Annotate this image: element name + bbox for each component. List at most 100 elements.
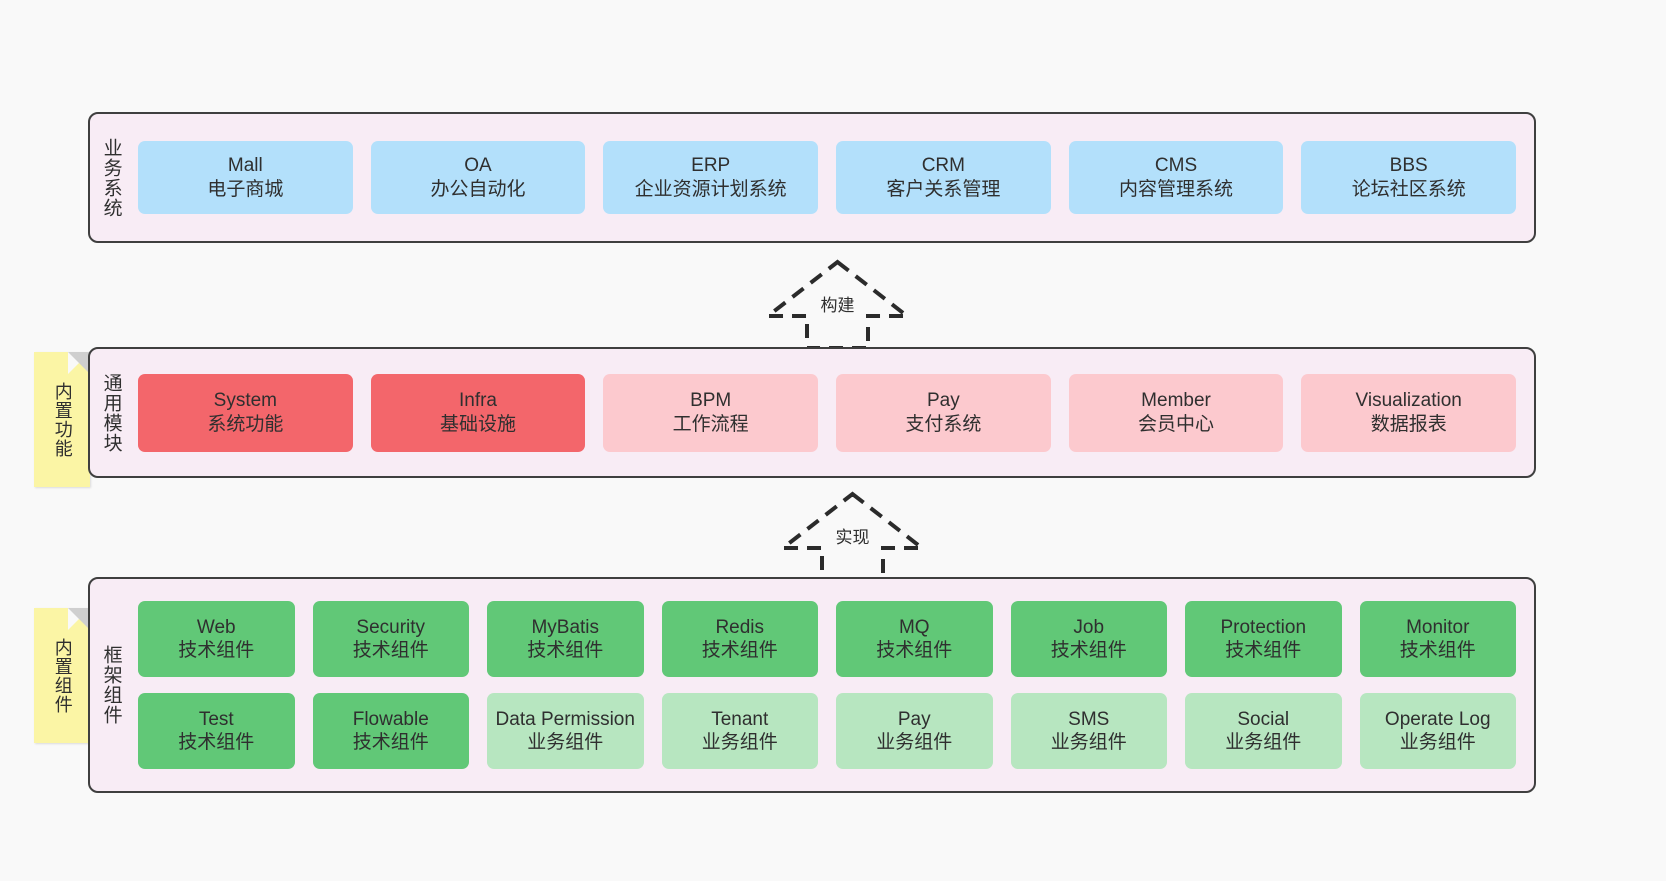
card-web[interactable]: Web 技术组件 (138, 601, 295, 677)
card-mq[interactable]: MQ 技术组件 (836, 601, 993, 677)
card-title: MyBatis (531, 616, 600, 638)
card-subtitle: 内容管理系统 (1119, 178, 1234, 200)
card-bbs[interactable]: BBS 论坛社区系统 (1301, 141, 1517, 214)
connector-label: 构建 (817, 290, 858, 317)
card-test[interactable]: Test 技术组件 (138, 693, 295, 769)
card-subtitle: 业务组件 (1225, 732, 1302, 753)
card-subtitle: 论坛社区系统 (1351, 178, 1466, 200)
card-visualization[interactable]: Visualization 数据报表 (1301, 373, 1517, 452)
card-title: Visualization (1355, 390, 1462, 412)
card-title: Infra (458, 390, 498, 412)
card-title: Pay (897, 708, 931, 730)
card-pay-component[interactable]: Pay 业务组件 (836, 693, 993, 769)
card-redis[interactable]: Redis 技术组件 (661, 601, 818, 677)
card-title: Flowable (352, 708, 429, 730)
card-cms[interactable]: CMS 内容管理系统 (1068, 141, 1284, 214)
layer-body-business-system: Mall 电子商城 OA 办公自动化 ERP 企业资源计划系统 CRM 客户关系… (132, 114, 1534, 241)
card-subtitle: 业务组件 (1399, 732, 1476, 753)
layer-body-common-modules: System 系统功能 Infra 基础设施 BPM 工作流程 Pay 支付系统… (132, 349, 1534, 476)
card-oa[interactable]: OA 办公自动化 (370, 141, 586, 214)
card-mybatis[interactable]: MyBatis 技术组件 (487, 601, 644, 677)
card-subtitle: 技术组件 (352, 732, 429, 753)
card-title: Operate Log (1384, 708, 1491, 730)
card-mall[interactable]: Mall 电子商城 (138, 141, 353, 214)
card-title: System (213, 390, 278, 412)
card-row: Test 技术组件 Flowable 技术组件 Data Permission … (138, 693, 1516, 769)
sticky-note-label: 内置组件 (52, 637, 73, 714)
card-sms[interactable]: SMS 业务组件 (1010, 693, 1167, 769)
connector-build: 构建 (755, 258, 920, 350)
card-subtitle: 企业资源计划系统 (634, 178, 787, 200)
card-flowable[interactable]: Flowable 技术组件 (312, 693, 469, 769)
card-crm[interactable]: CRM 客户关系管理 (836, 141, 1051, 214)
card-subtitle: 技术组件 (527, 640, 604, 661)
card-subtitle: 业务组件 (701, 732, 778, 753)
card-erp[interactable]: ERP 企业资源计划系统 (603, 141, 819, 214)
card-subtitle: 电子商城 (207, 178, 284, 200)
card-title: BPM (690, 390, 732, 412)
card-title: Web (196, 616, 236, 638)
card-title: Social (1237, 708, 1290, 730)
card-pay-module[interactable]: Pay 支付系统 (836, 373, 1051, 452)
card-protection[interactable]: Protection 技术组件 (1185, 601, 1342, 677)
layer-title-framework-components: 框架组件 (100, 645, 122, 725)
card-subtitle: 业务组件 (1050, 732, 1127, 753)
card-bpm[interactable]: BPM 工作流程 (603, 373, 819, 452)
card-title: BBS (1389, 155, 1428, 177)
card-security[interactable]: Security 技术组件 (312, 601, 469, 677)
card-title: OA (464, 155, 492, 177)
card-title: Monitor (1406, 616, 1470, 638)
card-title: ERP (691, 155, 731, 177)
layer-business-system: 业务系统 Mall 电子商城 OA 办公自动化 ERP 企业资源计划系统 CRM… (88, 112, 1536, 243)
card-title: Security (356, 616, 426, 638)
layer-framework-components: 框架组件 Web 技术组件 Security 技术组件 MyBatis 技术组件… (88, 577, 1536, 793)
card-title: Mall (227, 155, 263, 177)
card-title: SMS (1068, 708, 1110, 730)
card-subtitle: 技术组件 (352, 640, 429, 661)
card-row: Mall 电子商城 OA 办公自动化 ERP 企业资源计划系统 CRM 客户关系… (138, 141, 1517, 214)
sticky-note-label: 内置功能 (52, 381, 73, 458)
card-infra[interactable]: Infra 基础设施 (370, 373, 586, 452)
card-title: Member (1141, 390, 1211, 412)
card-tenant[interactable]: Tenant 业务组件 (661, 693, 818, 769)
card-job[interactable]: Job 技术组件 (1010, 601, 1167, 677)
card-system[interactable]: System 系统功能 (138, 373, 353, 452)
card-subtitle: 数据报表 (1370, 413, 1447, 435)
card-title: Tenant (711, 708, 769, 730)
card-operate-log[interactable]: Operate Log 业务组件 (1359, 693, 1516, 769)
layer-title-common-modules: 通用模块 (100, 372, 122, 453)
card-subtitle: 工作流程 (672, 413, 749, 435)
card-title: Pay (926, 390, 960, 412)
card-title: Data Permission (495, 708, 635, 730)
card-subtitle: 业务组件 (876, 732, 953, 753)
card-subtitle: 系统功能 (207, 413, 284, 435)
card-row: System 系统功能 Infra 基础设施 BPM 工作流程 Pay 支付系统… (138, 373, 1517, 452)
card-subtitle: 技术组件 (876, 640, 953, 661)
card-subtitle: 支付系统 (905, 413, 982, 435)
sticky-note-builtin-component: 内置组件 (34, 608, 90, 743)
card-subtitle: 会员中心 (1138, 413, 1215, 435)
connector-implement: 实现 (770, 490, 935, 582)
card-subtitle: 技术组件 (1225, 640, 1302, 661)
card-title: CRM (921, 155, 965, 177)
sticky-note-builtin-function: 内置功能 (34, 352, 90, 487)
card-social[interactable]: Social 业务组件 (1185, 693, 1342, 769)
card-subtitle: 技术组件 (178, 640, 255, 661)
card-monitor[interactable]: Monitor 技术组件 (1359, 601, 1516, 677)
card-title: Protection (1220, 616, 1307, 638)
card-subtitle: 业务组件 (527, 732, 604, 753)
card-row: Web 技术组件 Security 技术组件 MyBatis 技术组件 Redi… (138, 601, 1516, 677)
card-data-permission[interactable]: Data Permission 业务组件 (487, 693, 644, 769)
card-subtitle: 技术组件 (1399, 640, 1476, 661)
card-title: MQ (898, 616, 930, 638)
card-subtitle: 技术组件 (701, 640, 778, 661)
card-subtitle: 客户关系管理 (886, 178, 1001, 200)
connector-label: 实现 (832, 522, 873, 549)
card-title: Job (1073, 616, 1105, 638)
card-title: Redis (715, 616, 765, 638)
card-member[interactable]: Member 会员中心 (1068, 373, 1284, 452)
card-title: CMS (1154, 155, 1198, 177)
layer-title-business-system: 业务系统 (100, 137, 122, 218)
card-subtitle: 办公自动化 (430, 178, 526, 200)
